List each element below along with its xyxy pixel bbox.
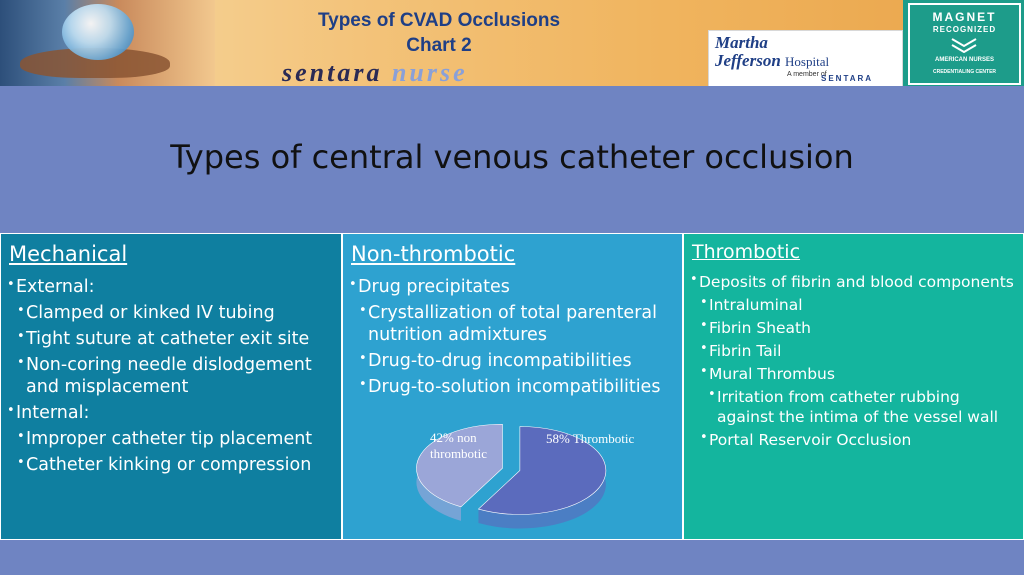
magnet-badge: MAGNET RECOGNIZED AMERICAN NURSES CREDEN… xyxy=(903,0,1024,86)
list-item: Drug precipitates xyxy=(349,274,679,298)
page-title: Types of central venous catheter occlusi… xyxy=(170,138,854,176)
pie-label-non-thrombotic: 42% non thrombotic xyxy=(430,430,488,461)
list-item: Drug-to-drug incompatibilities xyxy=(359,348,679,372)
list-item: Drug-to-solution incompatibilities xyxy=(359,374,679,398)
chevron-icon xyxy=(951,38,977,53)
column-heading: Thrombotic xyxy=(692,241,801,263)
header-title-line2: Chart 2 xyxy=(406,35,472,56)
column-mechanical: Mechanical External: Clamped or kinked I… xyxy=(0,233,342,540)
footer-band xyxy=(0,540,1024,575)
pie-label-thrombotic: 58% Thrombotic xyxy=(546,431,635,446)
list-item: Improper catheter tip placement xyxy=(17,426,337,450)
pie-slice xyxy=(477,426,607,515)
bullet-list: External: Clamped or kinked IV tubing Ti… xyxy=(7,274,337,480)
list-item: Internal: xyxy=(7,400,337,424)
column-heading: Non-thrombotic xyxy=(351,242,516,266)
bullet-list: Drug precipitates Crystallization of tot… xyxy=(349,274,679,402)
pie-slice-side xyxy=(478,426,606,529)
list-item: Tight suture at catheter exit site xyxy=(17,326,337,350)
magnet-line1: MAGNET xyxy=(932,10,997,24)
header-title-line1: Types of CVAD Occlusions xyxy=(317,10,561,31)
list-item: Fibrin Sheath xyxy=(700,316,1020,338)
magnet-line3: AMERICAN NURSES xyxy=(934,57,994,63)
magnet-line4: CREDENTIALING CENTER xyxy=(932,69,997,75)
list-item: Crystallization of total parenteral nutr… xyxy=(359,300,679,346)
magnet-badge-frame: MAGNET RECOGNIZED AMERICAN NURSES CREDEN… xyxy=(908,3,1021,85)
list-item: Portal Reservoir Occlusion xyxy=(700,428,1020,450)
brand-part1: sentara xyxy=(282,58,383,86)
list-item: Deposits of fibrin and blood components xyxy=(690,270,1020,292)
pie-slice xyxy=(416,423,503,508)
list-item: Catheter kinking or compression xyxy=(17,452,337,476)
bullet-list: Deposits of fibrin and blood components … xyxy=(690,270,1020,453)
logo-line1: Martha xyxy=(715,33,768,52)
logo-member-text: A member of xyxy=(787,71,827,78)
list-item: Fibrin Tail xyxy=(700,339,1020,361)
list-item: Clamped or kinked IV tubing xyxy=(17,300,337,324)
sentara-nurse-logo: sentara nurse xyxy=(282,60,468,86)
list-item: Irritation from catheter rubbing against… xyxy=(708,385,1020,427)
hands-globe-image xyxy=(0,0,215,86)
martha-jefferson-logo: Martha Jefferson Hospital A member of SE… xyxy=(708,30,903,86)
logo-line2-suffix: Hospital xyxy=(785,54,830,69)
logo-line2: Jefferson Hospital xyxy=(715,51,829,71)
list-item: Mural Thrombus xyxy=(700,362,1020,384)
magnet-line2: RECOGNIZED xyxy=(932,25,997,34)
brand-part2: nurse xyxy=(391,58,468,86)
list-item: Intraluminal xyxy=(700,293,1020,315)
occlusion-pie-chart: 42% non thrombotic 58% Thrombotic xyxy=(410,420,634,530)
globe-icon xyxy=(62,4,134,60)
list-item: External: xyxy=(7,274,337,298)
column-heading: Mechanical xyxy=(9,242,128,266)
header-banner: Types of CVAD Occlusions Chart 2 sentara… xyxy=(0,0,1024,86)
list-item: Non-coring needle dislodgement and mispl… xyxy=(17,352,337,398)
logo-line2-name: Jefferson xyxy=(715,51,781,70)
pie-chart-svg xyxy=(416,423,607,529)
logo-parent-text: SENTARA xyxy=(821,74,874,83)
column-thrombotic: Thrombotic Deposits of fibrin and blood … xyxy=(683,233,1024,540)
